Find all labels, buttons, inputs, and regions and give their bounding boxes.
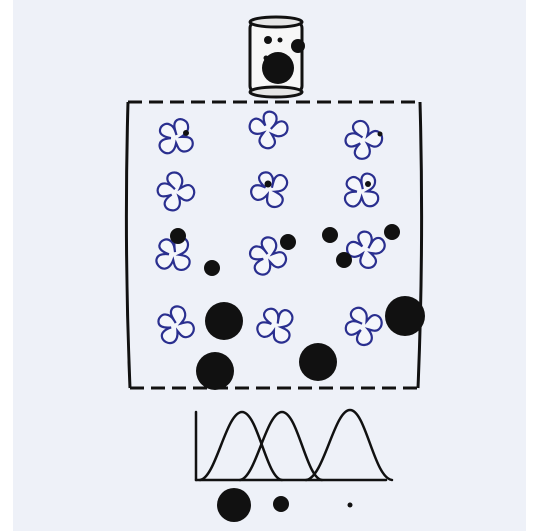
vial-molecule-small (264, 36, 272, 44)
vial-molecule-large (262, 52, 294, 84)
column-right-wall (416, 101, 424, 389)
porous-bead-icon (156, 304, 196, 346)
molecule-dot-icon (385, 296, 425, 336)
molecule-dot-icon (365, 181, 371, 187)
porous-bead-icon (245, 106, 294, 154)
molecule-dot-icon (196, 352, 234, 390)
porous-bead-icon (155, 114, 198, 159)
vial-molecule-small (263, 55, 269, 61)
porous-bead-icon (245, 163, 297, 216)
porous-bead-icon (152, 166, 200, 215)
vial-icon (248, 15, 305, 99)
molecule-dot-icon (204, 260, 220, 276)
porous-bead-icon (337, 298, 390, 351)
column (124, 100, 424, 390)
porous-bead-icon (251, 299, 303, 351)
molecule-dot-icon (170, 228, 186, 244)
molecule-dot-icon (299, 343, 337, 381)
legend-molecule-small (347, 502, 353, 508)
molecule-dot-icon (280, 234, 296, 250)
molecule-dot-icon (264, 180, 272, 188)
elution-peak-medium (238, 410, 324, 482)
molecule-dot-icon (322, 227, 338, 243)
porous-bead-icon (338, 113, 389, 164)
legend-molecule-medium (273, 496, 289, 512)
molecule-dot-icon (336, 252, 352, 268)
molecule-dot-icon (377, 131, 383, 137)
molecule-dot-icon (384, 224, 400, 240)
molecule-dot-icon (205, 302, 243, 340)
legend-molecule-large (217, 488, 251, 522)
porous-bead-icon (340, 167, 386, 214)
elution-peak-small (304, 408, 394, 482)
column-left-wall (124, 101, 132, 389)
molecule-dot-icon (183, 130, 189, 136)
vial-molecule-medium (291, 39, 305, 53)
elution-peaks-icon (194, 408, 394, 482)
elution-peak-large (198, 410, 284, 482)
vial-molecule-small (277, 37, 283, 43)
